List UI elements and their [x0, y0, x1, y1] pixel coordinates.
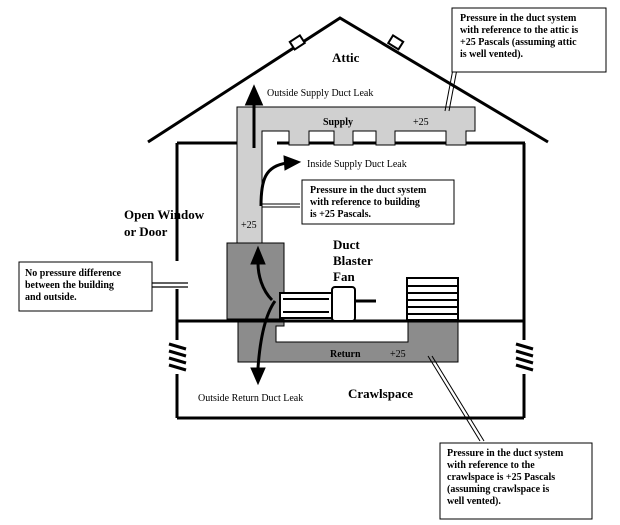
callout-building-line: is +25 Pascals. — [310, 209, 371, 220]
open-window-label-line1: Open Window — [124, 207, 205, 222]
roof-vent-left — [288, 33, 307, 51]
callout-crawlspace: Pressure in the duct system with referen… — [439, 442, 593, 520]
riser-pressure: +25 — [241, 220, 257, 231]
callout-building-line: Pressure in the duct system — [310, 185, 427, 196]
crawlspace-vent-left — [168, 342, 187, 372]
return-pressure: +25 — [390, 349, 406, 360]
open-window-gap — [152, 282, 188, 288]
callout-attic: Pressure in the duct system with referen… — [451, 7, 607, 73]
return-grille — [406, 277, 459, 321]
callout-outside-line: between the building — [25, 280, 114, 291]
supply-pressure: +25 — [413, 117, 429, 128]
fan-label-line1: Duct — [333, 237, 360, 252]
supply-label: Supply — [323, 117, 353, 128]
callout-crawlspace-line: with reference to the — [447, 460, 535, 471]
callout-crawlspace-line: (assuming crawlspace is — [447, 484, 549, 495]
inside-supply-leak-arrow — [259, 155, 302, 207]
callout-outside: No pressure difference between the build… — [18, 261, 153, 312]
fan-to-supply-arrow — [250, 245, 274, 302]
outside-return-leak-label: Outside Return Duct Leak — [198, 393, 303, 404]
return-duct — [237, 318, 459, 363]
callout-building: Pressure in the duct system with referen… — [301, 179, 455, 225]
callout-outside-line: No pressure difference — [25, 268, 122, 279]
outside-return-leak-arrow — [250, 300, 277, 386]
callout-crawlspace-line: Pressure in the duct system — [447, 448, 564, 459]
callout-attic-line: is well vented). — [460, 49, 524, 60]
callout-building-line: with reference to building — [310, 197, 420, 208]
fan-label-line2: Blaster — [333, 253, 373, 268]
callout-attic-line: with reference to the attic is — [460, 25, 578, 36]
callout-outside-line: and outside. — [25, 292, 77, 303]
roof-vent-right — [386, 34, 405, 51]
crawlspace-vent-right — [515, 342, 534, 372]
attic-label: Attic — [332, 50, 360, 65]
callout-crawlspace-line: crawlspace is +25 Pascals — [447, 472, 555, 483]
crawlspace-label: Crawlspace — [348, 386, 413, 401]
callout-attic-line: +25 Pascals (assuming attic — [460, 37, 577, 48]
roof — [147, 16, 549, 144]
fan-label-line3: Fan — [333, 269, 355, 284]
supply-duct — [236, 106, 476, 244]
open-window-label-line2: or Door — [124, 224, 168, 239]
inside-supply-leak-label: Inside Supply Duct Leak — [307, 159, 407, 170]
callout-leaders — [262, 68, 485, 442]
duct-blaster-fan — [279, 286, 376, 322]
outside-supply-leak-arrow — [244, 84, 264, 148]
outside-supply-leak-label: Outside Supply Duct Leak — [267, 88, 373, 99]
callout-crawlspace-line: well vented). — [447, 496, 501, 507]
return-label: Return — [330, 349, 361, 360]
callout-attic-line: Pressure in the duct system — [460, 13, 577, 24]
